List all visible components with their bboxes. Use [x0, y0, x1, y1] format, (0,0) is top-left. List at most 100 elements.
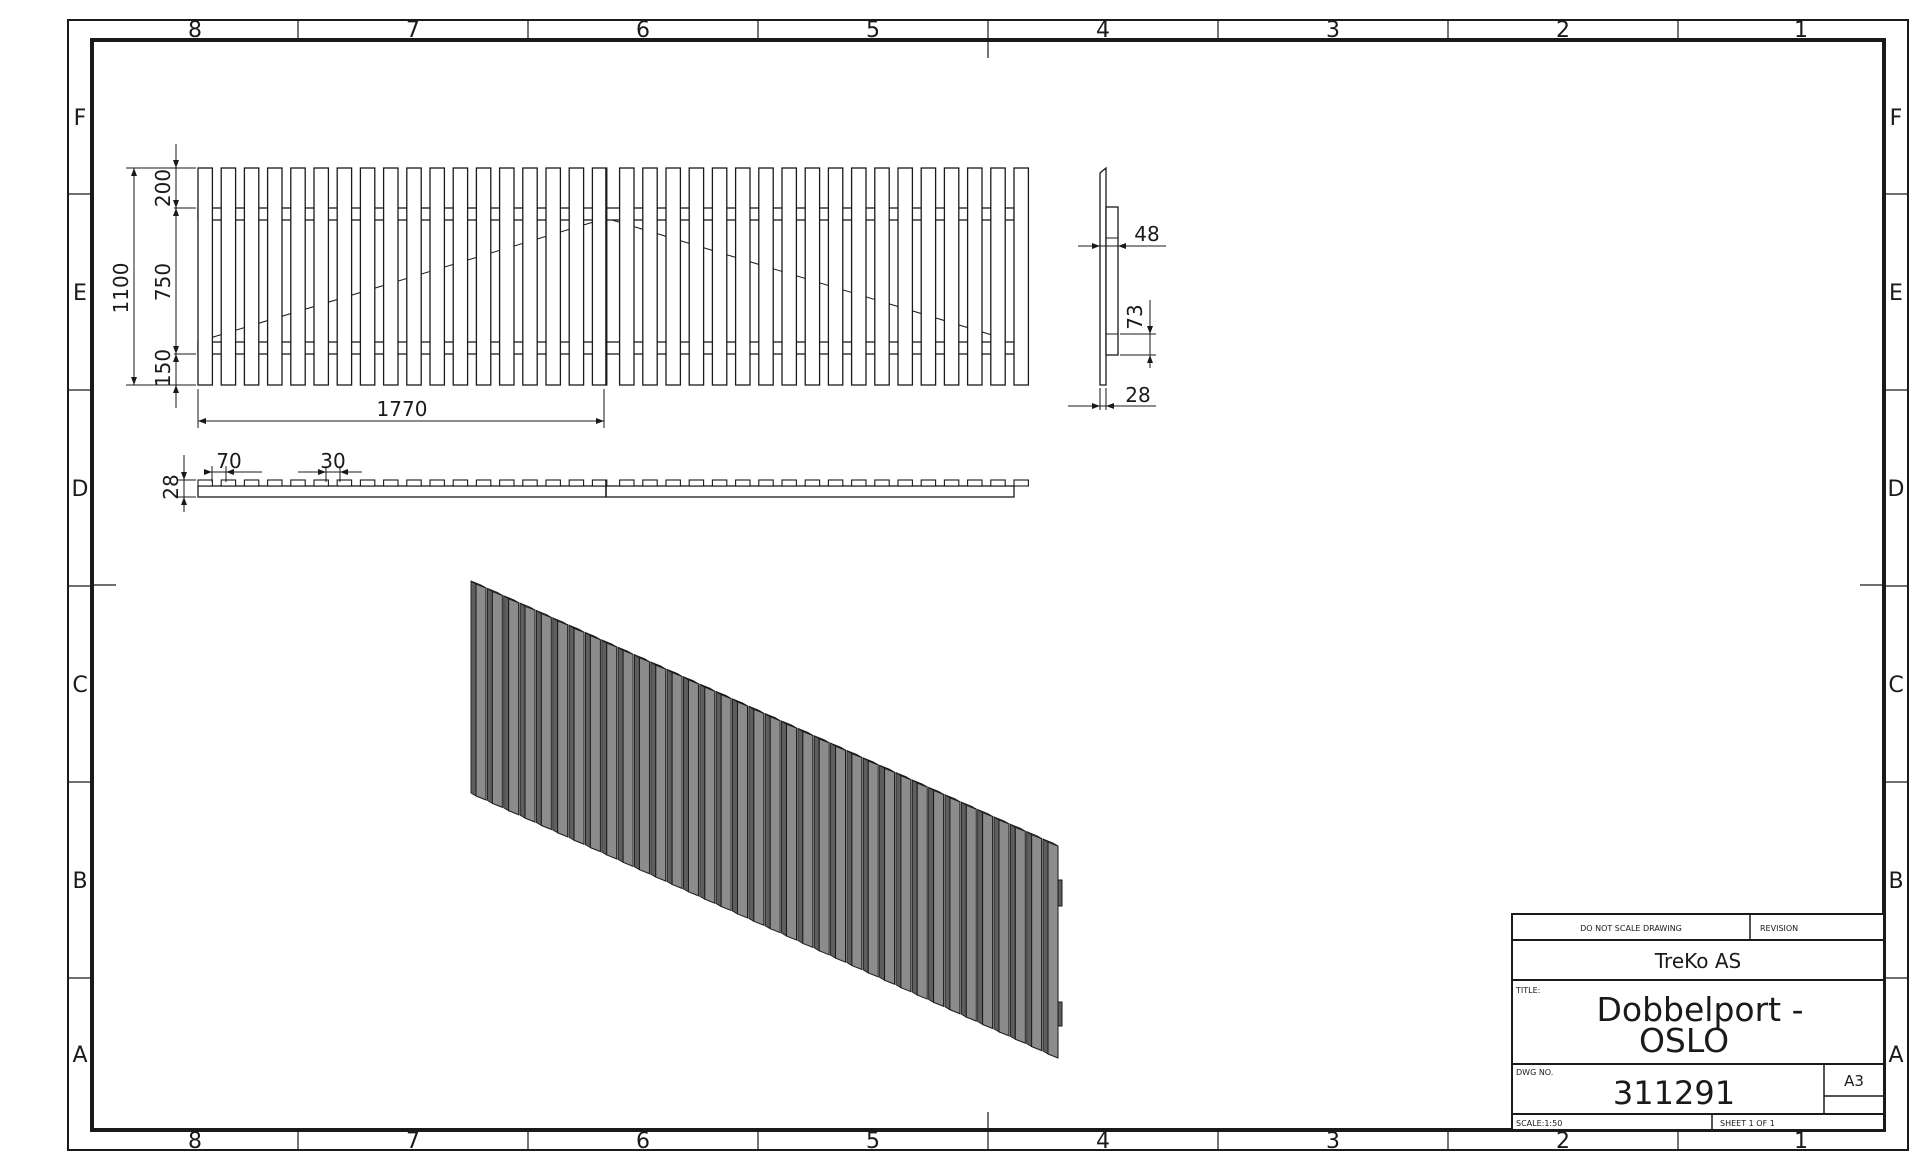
scale-label: SCALE:1:50	[1516, 1119, 1562, 1128]
iso-slat-top	[601, 639, 617, 648]
zone-column-label: 7	[406, 1129, 420, 1154]
zone-column-label: 6	[636, 1129, 650, 1154]
iso-slat-side	[617, 646, 624, 864]
iso-slat-side	[650, 661, 657, 878]
zone-column-label: 1	[1794, 1129, 1808, 1154]
front-slat	[897, 167, 914, 386]
dimension-arrow	[173, 346, 179, 354]
iso-slat-side	[879, 764, 886, 982]
iso-slat-side	[584, 631, 591, 849]
dimension-arrow	[1147, 355, 1153, 363]
front-view	[126, 144, 1030, 428]
iso-slat-top	[797, 728, 814, 736]
iso-slat	[475, 583, 487, 801]
plan-slat	[499, 479, 515, 487]
zone-row-label: F	[74, 106, 87, 131]
iso-slat	[916, 782, 928, 1000]
dimension-arrow	[340, 469, 348, 475]
front-slat	[688, 167, 705, 386]
front-slat	[804, 167, 821, 386]
front-slat	[734, 167, 751, 386]
plan-slat	[804, 479, 821, 487]
plan-slat	[313, 479, 329, 487]
front-slat	[313, 167, 330, 386]
iso-slat-top	[715, 691, 732, 699]
plan-slat	[429, 479, 445, 487]
iso-slat	[949, 797, 961, 1015]
plan-slat	[197, 479, 213, 487]
dim-side-thickness: 28	[1125, 383, 1150, 407]
front-slat	[290, 167, 306, 386]
iso-slat	[982, 811, 994, 1030]
dimension-arrow	[131, 168, 137, 176]
dimension-arrow	[131, 377, 137, 385]
iso-slat	[1047, 841, 1059, 1059]
dimension-arrow	[204, 469, 212, 475]
dimension-arrow	[318, 469, 326, 475]
dimension-arrow	[1118, 243, 1126, 249]
front-slat	[452, 167, 469, 386]
iso-slat-side	[699, 683, 706, 900]
dim-overall-height: 1100	[109, 263, 133, 314]
drawing-number: 311291	[1613, 1074, 1735, 1112]
revision-label: REVISION	[1760, 924, 1798, 933]
iso-slat-top	[993, 816, 1010, 825]
iso-slat-top	[813, 735, 830, 744]
plan-slat	[781, 479, 797, 487]
front-slat	[545, 167, 562, 386]
front-slat	[781, 167, 798, 386]
zone-column-label: 7	[406, 18, 420, 43]
plan-slat	[943, 479, 960, 487]
iso-slat-top	[552, 617, 568, 626]
iso-slat-side	[781, 720, 787, 937]
plan-slat	[1013, 479, 1029, 487]
dimension-arrow	[173, 385, 179, 393]
front-slat	[990, 167, 1006, 386]
zone-column-label: 3	[1326, 1129, 1340, 1154]
plan-slat	[851, 479, 867, 487]
plan-slat	[452, 479, 469, 487]
iso-slat	[1014, 826, 1026, 1044]
iso-slat	[508, 598, 520, 816]
plan-slat	[920, 479, 937, 487]
iso-slat	[655, 664, 667, 882]
iso-slat-side	[911, 779, 918, 996]
iso-slat-top	[879, 764, 895, 773]
zone-column-label: 6	[636, 18, 650, 43]
iso-slat-side	[928, 786, 935, 1004]
plan-slat	[688, 479, 705, 487]
plan-slat	[290, 479, 306, 487]
plan-slat	[568, 479, 585, 487]
side-view	[1068, 166, 1166, 410]
zone-column-label: 4	[1096, 1129, 1110, 1154]
iso-slat-top	[666, 669, 683, 677]
plan-slat	[897, 479, 913, 487]
iso-slat-top	[683, 676, 699, 685]
front-slat	[943, 167, 960, 386]
zone-column-label: 5	[866, 18, 880, 43]
front-slat	[1013, 167, 1030, 386]
plan-slat	[220, 479, 237, 487]
drawing-title-line1: Dobbelport -	[1596, 990, 1803, 1029]
dimension-arrow	[173, 160, 179, 168]
iso-slat-top	[846, 750, 863, 758]
plan-slat	[990, 479, 1006, 487]
side-rail	[1105, 206, 1119, 356]
iso-slat-top	[568, 624, 585, 633]
plan-slat	[711, 479, 728, 487]
plan-slat	[475, 479, 492, 487]
iso-slat-top	[944, 794, 961, 803]
iso-slat-top	[634, 654, 650, 663]
zone-column-label: 2	[1556, 18, 1570, 43]
iso-slat-side	[552, 617, 559, 834]
dimension-arrow	[1092, 403, 1100, 409]
dim-bottom-band: 150	[151, 349, 175, 387]
iso-slat	[524, 605, 536, 823]
iso-slat	[786, 723, 798, 941]
iso-slat	[606, 642, 618, 860]
iso-slat-side	[732, 698, 738, 915]
front-slat	[243, 167, 260, 386]
iso-slat-side	[764, 712, 771, 930]
